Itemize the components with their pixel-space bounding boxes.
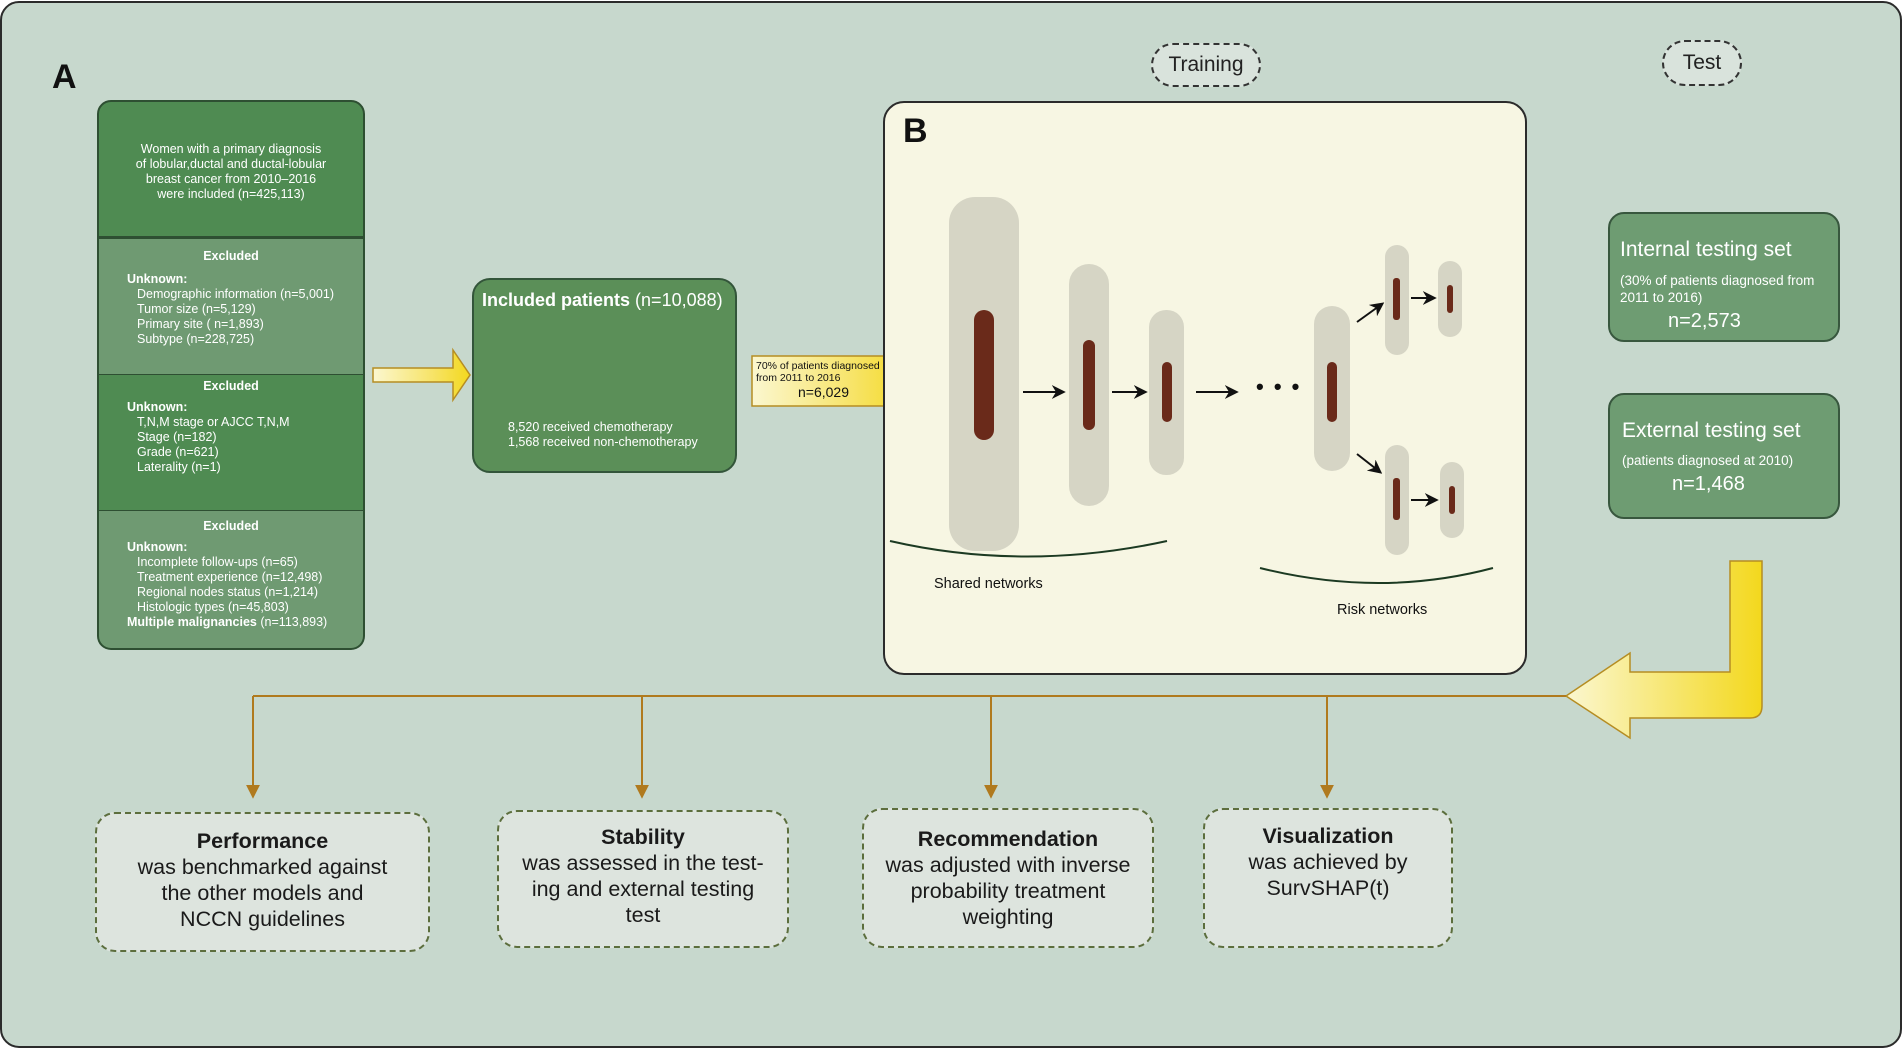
- exclusion-3-item: Incomplete follow-ups (n=65): [137, 555, 298, 569]
- exclusion-3-item: Treatment experience (n=12,498): [137, 570, 323, 584]
- risk-branch-arrow-up: [1356, 302, 1385, 323]
- inclusion-line-1: Women with a primary diagnosis: [140, 142, 322, 156]
- risk-networks-label: Risk networks: [1337, 602, 1428, 618]
- test-return-arrow: [1564, 560, 1763, 740]
- internal-testing-set-box: Internal testing set (30% of patients di…: [1608, 212, 1840, 342]
- test-pill: Test: [1662, 40, 1742, 86]
- included-patients-title: Included patients: [482, 290, 631, 310]
- exclusion-1-unknown: Unknown:: [127, 272, 188, 286]
- exclusion-box-3: Excluded Unknown: Incomplete follow-ups …: [97, 510, 365, 650]
- exclusion-1-item: Tumor size (n=5,129): [137, 302, 256, 316]
- included-patients-count: (n=10,088): [635, 290, 723, 310]
- outcome-stability-line: test: [625, 903, 661, 927]
- risk-node-2a: [1393, 478, 1400, 520]
- chemotherapy-count: 8,520 received chemotherapy: [508, 420, 673, 434]
- outcome-visualization-title: Visualization: [1262, 824, 1394, 848]
- outcome-recommendation: Recommendation was adjusted with inverse…: [862, 808, 1154, 948]
- multiple-malignancies-label: Multiple malignancies: [127, 615, 257, 629]
- exclusion-1-item: Subtype (n=228,725): [137, 332, 255, 346]
- network-ellipsis: • • •: [1256, 374, 1302, 399]
- training-arrow-label: 70% of patients diagnosed from 2011 to 2…: [756, 360, 891, 401]
- outcome-visualization: Visualization was achieved by SurvSHAP(t…: [1203, 808, 1453, 948]
- exclusion-box-2: Excluded Unknown: T,N,M stage or AJCC T,…: [97, 374, 365, 510]
- multiple-malignancies-count: (n=113,893): [260, 615, 328, 629]
- outcome-stability-line: ing and external testing: [531, 877, 755, 901]
- internal-testing-sub-2: 2011 to 2016): [1620, 290, 1703, 305]
- exclusion-3-title: Excluded: [203, 519, 259, 533]
- shared-node-3: [1162, 362, 1172, 422]
- panel-b-frame: [883, 101, 1527, 675]
- outcome-visualization-line: was achieved by: [1248, 850, 1408, 874]
- exclusion-3-item: Histologic types (n=45,803): [137, 600, 289, 614]
- exclusion-1-item: Demographic information (n=5,001): [137, 287, 334, 301]
- risk-network-brace: [1259, 567, 1494, 584]
- exclusion-2-unknown: Unknown:: [127, 400, 188, 414]
- outcome-stability: Stability was assessed in the test- ing …: [497, 810, 789, 948]
- external-testing-title: External testing set: [1622, 419, 1801, 442]
- exclusion-box-1: Excluded Unknown: Demographic informatio…: [97, 238, 365, 374]
- outcome-recommendation-line: was adjusted with inverse: [885, 853, 1131, 877]
- inclusion-line-4: were included (n=425,113): [157, 187, 305, 201]
- exclusion-2-item: Stage (n=182): [137, 430, 217, 444]
- outcome-performance-line: NCCN guidelines: [180, 907, 345, 931]
- outcome-stability-title: Stability: [601, 825, 685, 849]
- inclusion-box: Women with a primary diagnosis of lobula…: [97, 100, 365, 238]
- external-testing-count: n=1,468: [1672, 473, 1745, 495]
- outcome-performance: Performance was benchmarked against the …: [95, 812, 430, 952]
- exclusion-2-item: T,N,M stage or AJCC T,N,M: [137, 415, 290, 429]
- outcome-performance-title: Performance: [196, 829, 329, 853]
- risk-node-2b: [1449, 486, 1455, 514]
- training-arrow-line-1: 70% of patients diagnosed: [756, 360, 880, 372]
- outcome-recommendation-line: probability treatment: [910, 879, 1106, 903]
- outcome-recommendation-line: weighting: [962, 905, 1054, 929]
- outcome-stability-line: was assessed in the test-: [522, 851, 764, 875]
- exclusion-2-item: Laterality (n=1): [137, 460, 221, 474]
- shared-node-1: [974, 310, 994, 440]
- inclusion-line-3: breast cancer from 2010–2016: [145, 172, 317, 186]
- exclusion-flow-column: Women with a primary diagnosis of lobula…: [97, 100, 365, 650]
- exclusion-3-item: Regional nodes status (n=1,214): [137, 585, 319, 599]
- risk-branch-arrow-down: [1356, 453, 1383, 474]
- training-arrow-line-2: from 2011 to 2016: [756, 372, 841, 384]
- internal-testing-count: n=2,573: [1668, 310, 1741, 332]
- exclusion-3-unknown: Unknown:: [127, 540, 188, 554]
- outcome-visualization-line: SurvSHAP(t): [1266, 876, 1390, 900]
- shared-node-2: [1083, 340, 1095, 430]
- exclusion-2-item: Grade (n=621): [137, 445, 219, 459]
- exclusion-1-title: Excluded: [203, 249, 259, 263]
- exclusion-2-title: Excluded: [203, 379, 259, 393]
- risk-node-1b: [1447, 285, 1453, 313]
- training-count: n=6,029: [798, 384, 849, 400]
- flow-arrow-included: [372, 347, 471, 403]
- risk-entry-node: [1327, 362, 1337, 422]
- panel-b-label: B: [903, 112, 928, 150]
- shared-networks-label: Shared networks: [934, 576, 1043, 592]
- shared-network-brace: [889, 540, 1168, 558]
- panel-a-label: A: [52, 58, 77, 96]
- outcome-performance-line: was benchmarked against: [137, 855, 388, 879]
- exclusion-1-item: Primary site ( n=1,893): [137, 317, 264, 331]
- outcome-performance-line: the other models and: [161, 881, 364, 905]
- training-pill: Training: [1151, 43, 1261, 87]
- included-patients-box: Included patients (n=10,088) 8,520 recei…: [472, 278, 737, 473]
- internal-testing-title: Internal testing set: [1620, 238, 1792, 261]
- internal-testing-sub-1: (30% of patients diagnosed from: [1620, 273, 1815, 288]
- external-testing-set-box: External testing set (patients diagnosed…: [1608, 393, 1840, 519]
- non-chemotherapy-count: 1,568 received non-chemotherapy: [508, 435, 698, 449]
- external-testing-sub-1: (patients diagnosed at 2010): [1622, 453, 1794, 468]
- risk-node-1a: [1393, 278, 1400, 320]
- outcome-recommendation-title: Recommendation: [917, 827, 1099, 851]
- inclusion-line-2: of lobular,ductal and ductal-lobular: [135, 157, 327, 171]
